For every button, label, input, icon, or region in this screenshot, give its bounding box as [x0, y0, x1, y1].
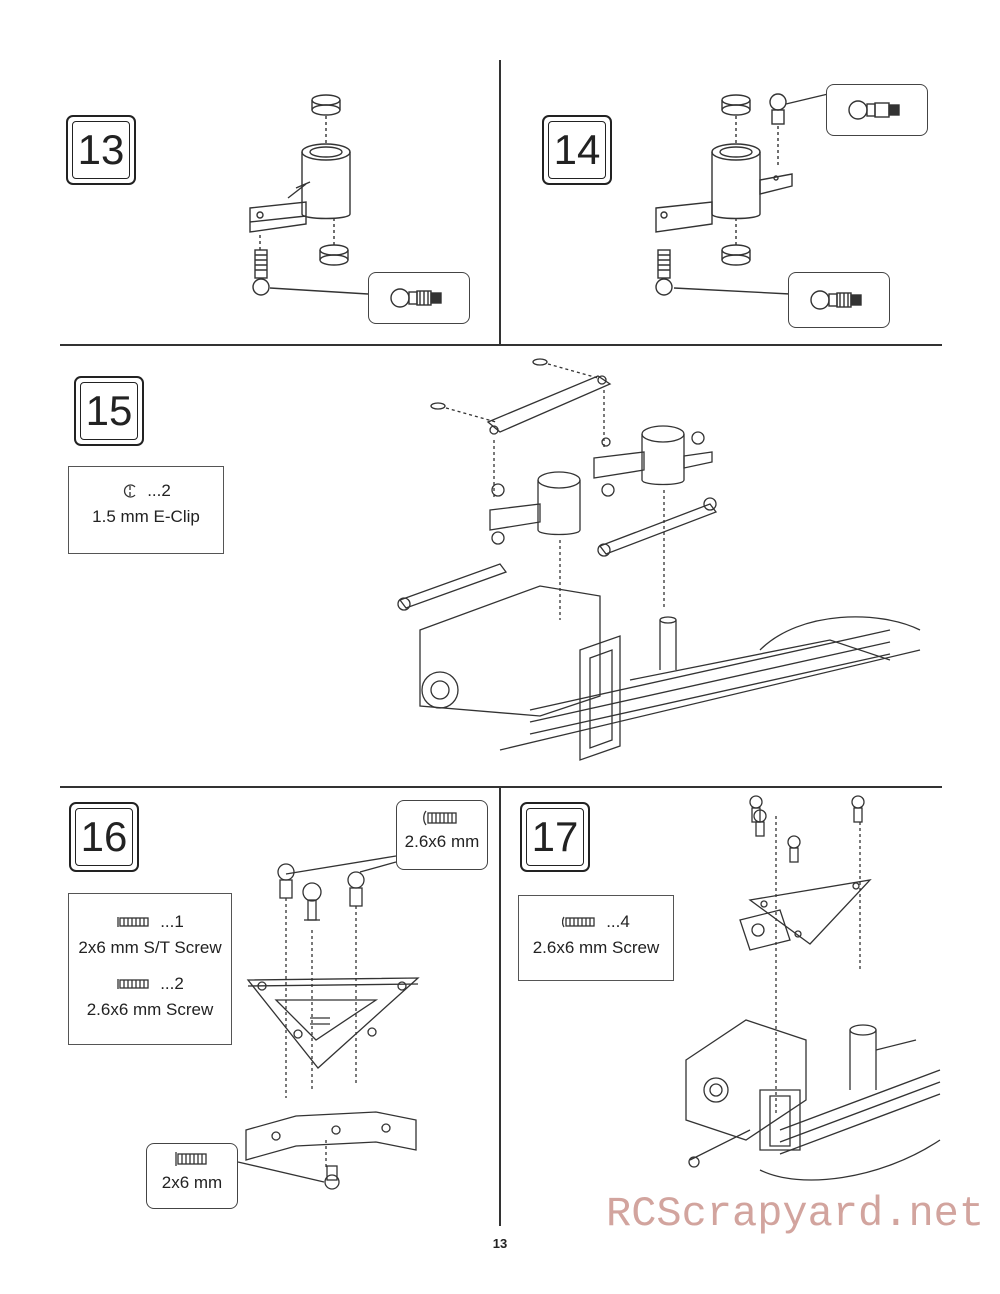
parts-row: ...2	[69, 481, 223, 501]
part-qty: ...4	[606, 912, 630, 931]
ball-stud-icon	[848, 100, 900, 120]
screw-callout-bottom: 2x6 mm	[146, 1143, 238, 1209]
callout-label: 2x6 mm	[161, 1173, 223, 1192]
divider-horizontal-2	[60, 786, 942, 788]
parts-box-step-16: ...1 2x6 mm S/T Screw ...2 2.6x6 mm Scre…	[68, 893, 232, 1045]
screw-icon	[175, 1152, 207, 1166]
part-label: 2.6x6 mm Screw	[86, 1000, 214, 1019]
parts-row: ...1	[69, 912, 231, 932]
steering-assembly-chassis-diagram	[397, 358, 921, 761]
part-label: 2.6x6 mm Screw	[532, 938, 660, 957]
screw-icon	[423, 810, 457, 826]
step-17-badge: 17	[520, 802, 590, 872]
page-number: 13	[492, 1236, 508, 1251]
steering-arm-exploded-diagram	[249, 94, 369, 296]
part-label: 2x6 mm S/T Screw	[78, 938, 222, 957]
steering-plate-chassis-diagram	[685, 795, 941, 1181]
divider-horizontal-1	[60, 344, 942, 346]
callout-label: 2.6x6 mm	[404, 832, 480, 851]
step-13-badge: 13	[66, 115, 136, 185]
screw-icon	[562, 916, 595, 928]
parts-box-step-17: ...4 2.6x6 mm Screw	[518, 895, 674, 981]
steering-plate-exploded-diagram	[237, 855, 420, 1190]
step-16-badge: 16	[69, 802, 139, 872]
parts-row: ...4	[519, 912, 673, 932]
steering-arm-ball-studs-diagram	[655, 93, 829, 296]
divider-vertical-top	[499, 60, 501, 345]
step-number: 17	[526, 808, 584, 866]
screw-icon	[117, 917, 149, 927]
part-qty: ...2	[160, 974, 184, 993]
screw-callout-top: 2.6x6 mm	[396, 800, 488, 870]
parts-row: ...2	[69, 974, 231, 994]
part-label: 1.5 mm E-Clip	[92, 507, 200, 526]
part-qty: ...1	[160, 912, 184, 931]
parts-box-step-15: ...2 1.5 mm E-Clip	[68, 466, 224, 554]
step-number: 14	[548, 121, 606, 179]
ball-stud-callout	[368, 272, 470, 324]
ball-stud-icon	[810, 290, 862, 310]
ball-stud-icon	[390, 288, 442, 308]
e-clip-icon	[124, 484, 136, 498]
step-number: 16	[75, 808, 133, 866]
step-number: 13	[72, 121, 130, 179]
ball-stud-callout-top	[826, 84, 928, 136]
step-14-badge: 14	[542, 115, 612, 185]
step-15-badge: 15	[74, 376, 144, 446]
screw-icon	[117, 979, 149, 989]
ball-stud-callout-bottom	[788, 272, 890, 328]
watermark: RCScrapyard.net	[606, 1190, 985, 1238]
divider-vertical-bottom	[499, 786, 501, 1226]
part-qty: ...2	[147, 481, 171, 500]
step-number: 15	[80, 382, 138, 440]
